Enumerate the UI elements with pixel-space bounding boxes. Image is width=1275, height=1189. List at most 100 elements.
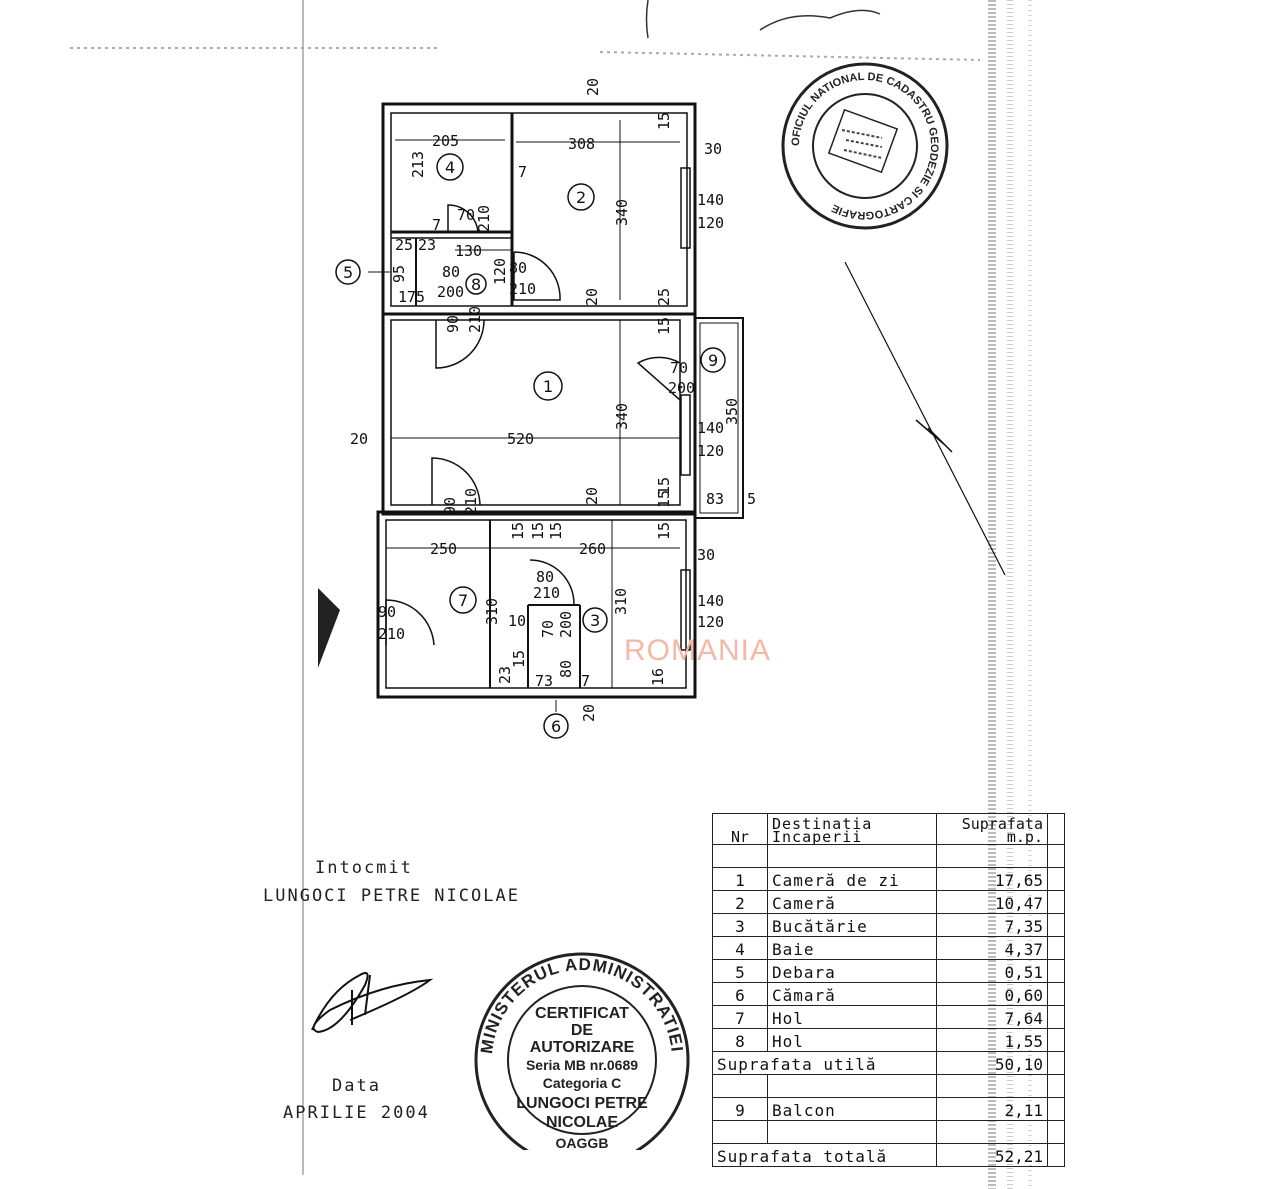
- dim-label: 23: [496, 666, 514, 684]
- dim-label: 350: [723, 398, 741, 425]
- stamp-line: Seria MB nr.0689: [526, 1057, 638, 1073]
- dimension-lines: [368, 120, 1006, 712]
- cell-area: 17,65: [936, 867, 1048, 891]
- dim-label: 16: [649, 668, 667, 686]
- author-label: Intocmit: [315, 858, 413, 878]
- dim-label: 10: [508, 612, 526, 630]
- dim-label: 20: [580, 704, 598, 722]
- dim-label: 308: [568, 135, 595, 153]
- header-sup-1: Suprafata: [961, 815, 1043, 833]
- dim-label: 25: [655, 288, 673, 306]
- signature: [311, 972, 434, 1034]
- dim-label: 95: [390, 265, 408, 283]
- dim-label: 210: [533, 584, 560, 602]
- cell-area: 1,55: [936, 1028, 1048, 1052]
- dim-label: 70: [539, 620, 557, 638]
- cell-name: Cameră: [767, 890, 937, 914]
- cell-area: 7,35: [936, 913, 1048, 937]
- table-spacer-row: [712, 1120, 1065, 1144]
- dim-label: 20: [583, 487, 601, 505]
- dim-label: 250: [430, 540, 457, 558]
- dim-label: 20: [350, 430, 368, 448]
- date-value: APRILIE 2004: [283, 1103, 430, 1123]
- room-number: 9: [708, 351, 718, 370]
- dim-label: 340: [613, 199, 631, 226]
- dim-label: 15: [655, 112, 673, 130]
- dim-label: 120: [697, 613, 724, 631]
- cell-name: Cameră de zi: [767, 867, 937, 891]
- table-spacer-row: [712, 844, 1065, 868]
- cell-name: Balcon: [767, 1097, 937, 1121]
- dim-label: 80: [557, 660, 575, 678]
- table-spacer-row: [712, 1074, 1065, 1098]
- room-number: 6: [551, 717, 561, 736]
- cell-name: Cămară: [767, 982, 937, 1006]
- cell-name: Hol: [767, 1005, 937, 1029]
- cadastru-stamp: OFICIUL NATIONAL DE CADASTRU GEODEZIE SI…: [781, 62, 949, 230]
- cell-nr: 7: [712, 1005, 768, 1029]
- cell-area: 10,47: [936, 890, 1048, 914]
- useful-area-label: Suprafata utilă: [712, 1051, 937, 1075]
- dim-label: 175: [398, 288, 425, 306]
- stamp-line: CERTIFICAT: [535, 1005, 629, 1022]
- dim-label: 120: [491, 258, 509, 285]
- cell-nr: 4: [712, 936, 768, 960]
- dim-label: 83: [706, 490, 724, 508]
- dim-label: 80: [536, 568, 554, 586]
- ministry-stamp: MINISTERUL ADMINISTRATIEI PUBLICE CERTIF…: [0, 0, 690, 1151]
- dim-label: 15: [529, 522, 547, 540]
- room-number: 7: [458, 591, 468, 610]
- dim-label: 5: [747, 490, 756, 508]
- total-area-label: Suprafata totală: [712, 1143, 937, 1167]
- dim-label: 340: [613, 403, 631, 430]
- room-number: 5: [343, 263, 353, 282]
- dim-label: 20: [584, 78, 602, 96]
- dim-label: 7: [581, 672, 590, 690]
- dim-label: 20: [583, 288, 601, 306]
- cell-name: Hol: [767, 1028, 937, 1052]
- room-labels: 1 2 3 4 5 6 7 8 9: [335, 153, 726, 739]
- stamp-line: Categoria C: [543, 1075, 622, 1091]
- total-area-value: 52,21: [936, 1143, 1048, 1167]
- dim-label: 80: [442, 263, 460, 281]
- dim-label: 7: [432, 216, 441, 234]
- dim-label: 205: [432, 132, 459, 150]
- cell-nr: 8: [712, 1028, 768, 1052]
- dim-label: 140: [697, 191, 724, 209]
- room-number: 3: [590, 611, 600, 630]
- cell-area: 2,11: [936, 1097, 1048, 1121]
- dim-label: 520: [507, 430, 534, 448]
- north-marker: [318, 588, 340, 668]
- dim-label: 120: [697, 214, 724, 232]
- room-number: 1: [543, 377, 553, 396]
- dim-label: 30: [704, 140, 722, 158]
- table-header-row: Nr Destinatia Incaperii Suprafata m.p.: [712, 813, 1065, 845]
- dim-label: 30: [697, 546, 715, 564]
- header-dest-1: Destinatia: [772, 815, 873, 833]
- dim-label: 200: [437, 283, 464, 301]
- cell-name: Debara: [767, 959, 937, 983]
- cell-nr: 2: [712, 890, 768, 914]
- dim-label: 140: [697, 592, 724, 610]
- cell-area: 4,37: [936, 936, 1048, 960]
- cell-area: 7,64: [936, 1005, 1048, 1029]
- cell-nr: 3: [712, 913, 768, 937]
- header-blank: [1047, 813, 1065, 845]
- header-nr: Nr: [712, 813, 768, 845]
- date-label: Data: [332, 1076, 381, 1096]
- room-number: 4: [445, 158, 455, 177]
- room-number: 2: [576, 188, 586, 207]
- useful-area-value: 50,10: [936, 1051, 1048, 1075]
- watermark: ROMANIA: [624, 634, 771, 667]
- dim-label: 210: [475, 205, 493, 232]
- dim-label: 120: [697, 442, 724, 460]
